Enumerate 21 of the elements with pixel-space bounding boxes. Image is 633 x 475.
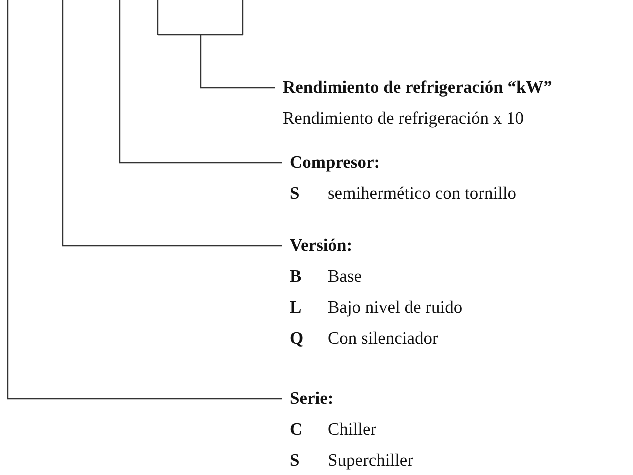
section-heading: Compresor: (290, 151, 382, 174)
section-heading: Serie: (290, 387, 335, 410)
leader-line (119, 0, 282, 164)
leader-line (157, 0, 276, 89)
code-letter: B (290, 265, 303, 288)
option-text: Superchiller (328, 450, 414, 470)
option-text: semihermético con tornillo (328, 183, 517, 203)
code-letter: Q (290, 327, 305, 350)
option-text: Chiller (328, 419, 377, 439)
leader-line (7, 0, 282, 400)
code-letter: S (290, 182, 301, 205)
option-text: Base (328, 266, 362, 286)
section-heading: Versión: (290, 234, 354, 257)
code-letter: S (290, 449, 301, 472)
code-letter: L (290, 296, 303, 319)
leader-line (62, 0, 282, 247)
section-heading: Rendimiento de refrigeración “kW” (283, 76, 552, 99)
option-text: Con silenciador (328, 328, 438, 348)
description-text: Rendimiento de refrigeración x 10 (283, 107, 526, 130)
code-letter: C (290, 418, 304, 441)
option-text: Bajo nivel de ruido (328, 297, 463, 317)
